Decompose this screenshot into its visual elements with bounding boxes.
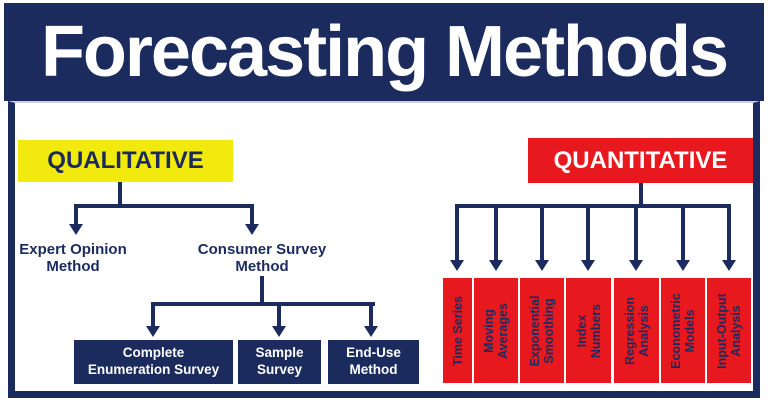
- sample-survey-box: Sample Survey: [238, 340, 321, 384]
- consumer-survey-method-label: Consumer Survey Method: [197, 241, 327, 276]
- moving-averages-box: Moving Averages: [474, 278, 518, 383]
- qualitative-category-box: QUALITATIVE: [18, 140, 233, 182]
- connector-line: [455, 204, 731, 208]
- arrow-down-icon: [450, 260, 464, 271]
- connector-line: [727, 204, 731, 262]
- arrow-down-icon: [629, 260, 643, 271]
- connector-line: [369, 302, 373, 328]
- arrow-down-icon: [535, 260, 549, 271]
- connector-line: [586, 204, 590, 262]
- connector-line: [639, 183, 643, 208]
- arrow-down-icon: [272, 326, 286, 337]
- index-numbers-box: Index Numbers: [566, 278, 611, 383]
- connector-line: [250, 204, 254, 226]
- expert-opinion-method-label: Expert Opinion Method: [19, 241, 127, 276]
- arrow-down-icon: [146, 326, 160, 337]
- arrow-down-icon: [69, 224, 83, 235]
- time-series-box: Time Series: [443, 278, 472, 383]
- arrow-down-icon: [722, 260, 736, 271]
- time-series-label: Time Series: [450, 295, 465, 366]
- connector-line: [151, 302, 155, 328]
- connector-line: [277, 302, 281, 328]
- qualitative-label: QUALITATIVE: [47, 147, 204, 174]
- arrow-down-icon: [581, 260, 595, 271]
- index-numbers-label: Index Numbers: [574, 303, 603, 358]
- exponential-smoothing-label: Exponential Smoothing: [528, 295, 556, 366]
- connector-line: [260, 276, 264, 304]
- quantitative-label: QUANTITATIVE: [553, 146, 728, 174]
- moving-averages-label: Moving Averages: [482, 302, 510, 359]
- arrow-down-icon: [245, 224, 259, 235]
- regression-analysis-label: Regression Analysis: [622, 296, 651, 365]
- complete-enumeration-survey-box: Complete Enumeration Survey: [74, 340, 233, 384]
- title-banner: Forecasting Methods: [4, 3, 764, 101]
- connector-line: [151, 302, 375, 306]
- page-title: Forecasting Methods: [40, 12, 729, 92]
- arrow-down-icon: [676, 260, 690, 271]
- connector-line: [455, 204, 459, 262]
- end-use-method-box: End-Use Method: [328, 340, 419, 384]
- quantitative-category-box: QUANTITATIVE: [528, 138, 753, 183]
- arrow-down-icon: [489, 260, 503, 271]
- connector-line: [74, 204, 78, 226]
- input-output-analysis-box: Input-Output Analysis: [707, 278, 751, 383]
- exponential-smoothing-box: Exponential Smoothing: [520, 278, 564, 383]
- connector-line: [540, 204, 544, 262]
- connector-line: [634, 204, 638, 262]
- connector-line: [494, 204, 498, 262]
- connector-line: [681, 204, 685, 262]
- econometric-models-box: Econometric Models: [661, 278, 705, 383]
- input-output-analysis-label: Input-Output Analysis: [715, 292, 743, 369]
- connector-line: [74, 204, 254, 208]
- arrow-down-icon: [364, 326, 378, 337]
- connector-line: [118, 182, 122, 208]
- regression-analysis-box: Regression Analysis: [614, 278, 659, 383]
- econometric-models-label: Econometric Models: [669, 292, 697, 369]
